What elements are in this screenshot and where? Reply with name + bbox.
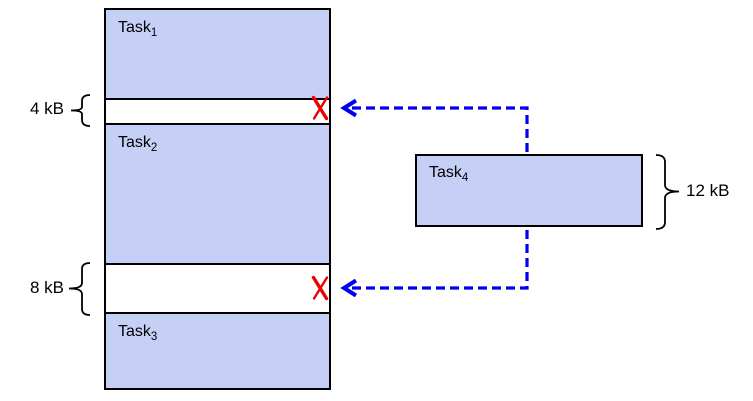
arrow-to-4kb-gap: [340, 98, 529, 153]
task1-block: Task1: [106, 10, 329, 100]
brace-4kb: [70, 94, 91, 127]
task2-subscript: 2: [150, 142, 158, 155]
task4-block: Task4: [415, 154, 643, 227]
x-mark-4kb: [311, 95, 329, 121]
task4-subscript: 4: [461, 172, 469, 185]
free-gap-4kb: [106, 100, 329, 125]
arrow-to-8kb-gap: [340, 228, 529, 298]
gap1-size-label: 4 kB: [29, 99, 64, 118]
x-mark-8kb: [311, 275, 329, 301]
task4-size-label: 12 kB: [686, 181, 730, 200]
free-gap-8kb: [106, 265, 329, 314]
task3-subscript: 3: [150, 331, 158, 344]
memory-column: Task1 Task2 Task3: [104, 8, 331, 390]
task3-block: Task3: [106, 314, 329, 388]
task3-label: Task3: [118, 323, 158, 344]
brace-12kb: [655, 154, 680, 230]
brace-8kb: [68, 262, 91, 316]
task1-subscript: 1: [150, 27, 158, 40]
task2-block: Task2: [106, 125, 329, 265]
task1-label: Task1: [118, 19, 158, 40]
task4-label: Task4: [429, 164, 469, 185]
task2-label: Task2: [118, 134, 158, 155]
gap2-size-label: 8 kB: [29, 278, 64, 297]
